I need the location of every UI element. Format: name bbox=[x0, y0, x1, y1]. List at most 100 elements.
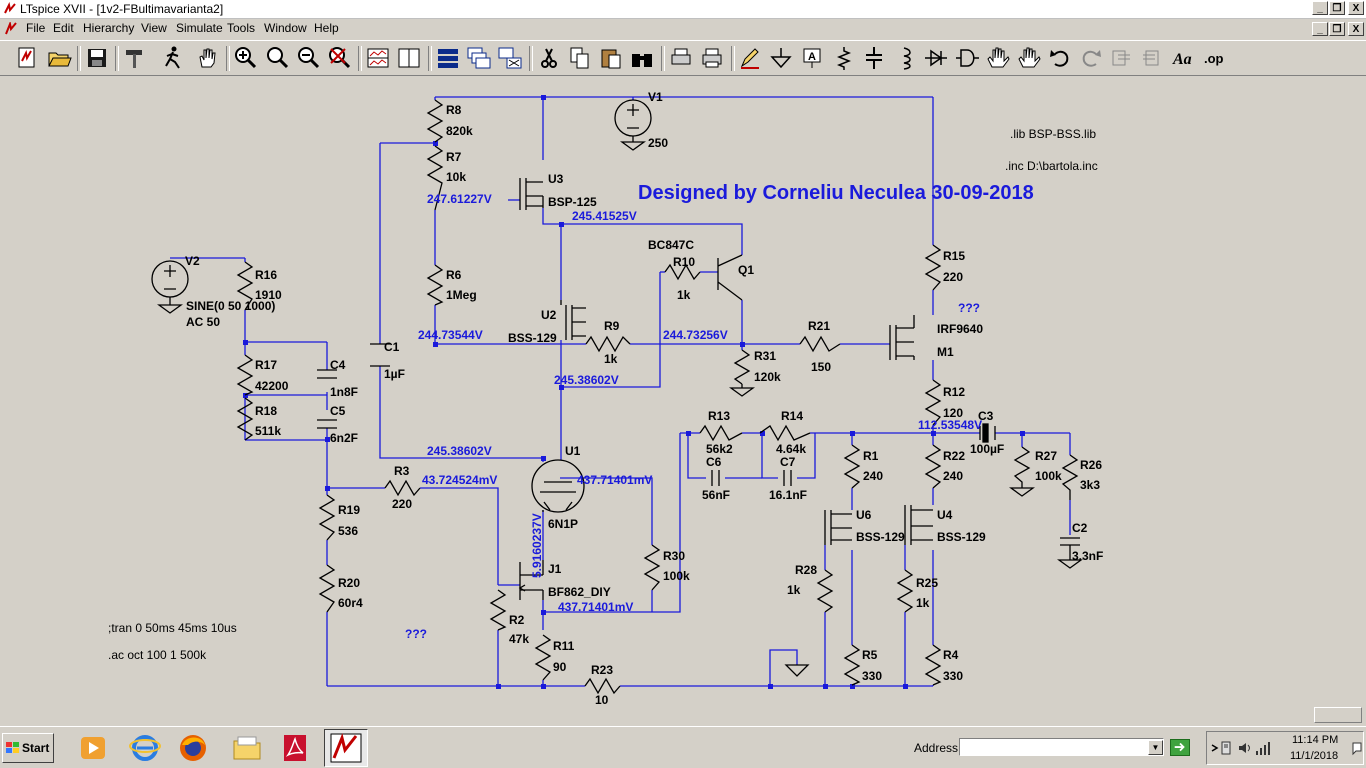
undo-icon[interactable] bbox=[1047, 45, 1073, 71]
r8-value: 820k bbox=[446, 124, 473, 138]
notification-icon[interactable] bbox=[1351, 740, 1363, 756]
file-explorer-icon[interactable] bbox=[230, 731, 264, 765]
label-net-icon[interactable]: A bbox=[799, 45, 825, 71]
menu-hierarchy[interactable]: Hierarchy bbox=[83, 21, 135, 35]
title-bar: LTspice XVII - [1v2-FBultimavarianta2] _… bbox=[0, 0, 1366, 19]
component-icon[interactable] bbox=[954, 45, 980, 71]
ltspice-task-button[interactable] bbox=[324, 729, 368, 767]
volume-icon[interactable] bbox=[1237, 740, 1251, 756]
tile-horizontal-icon[interactable] bbox=[365, 45, 391, 71]
mdi-minimize-button[interactable]: _ bbox=[1312, 22, 1328, 36]
mdi-close-button[interactable]: X bbox=[1348, 22, 1364, 36]
ltspice-app-icon bbox=[3, 2, 17, 16]
m1-symbol bbox=[889, 315, 915, 360]
r4-value: 330 bbox=[943, 669, 963, 683]
pan-icon[interactable] bbox=[264, 45, 290, 71]
c7-name: C7 bbox=[780, 455, 796, 469]
address-go-icon[interactable] bbox=[1170, 739, 1190, 756]
start-button[interactable]: Start bbox=[2, 733, 54, 763]
menu-edit[interactable]: Edit bbox=[53, 21, 74, 35]
r7-symbol bbox=[426, 145, 444, 211]
text-icon[interactable]: Aa bbox=[1171, 45, 1197, 71]
tray-arrow-icon[interactable] bbox=[1209, 741, 1223, 755]
menu-window[interactable]: Window bbox=[264, 21, 307, 35]
menu-simulate[interactable]: Simulate bbox=[176, 21, 223, 35]
menu-file[interactable]: File bbox=[26, 21, 46, 35]
designer-banner: Designed by Corneliu Neculea 30-09-2018 bbox=[638, 182, 1034, 204]
halt-hand-icon[interactable] bbox=[194, 45, 220, 71]
draw-wire-pencil-icon[interactable] bbox=[737, 45, 763, 71]
cascade-windows-icon[interactable] bbox=[466, 45, 492, 71]
clock-time[interactable]: 11:14 PM bbox=[1292, 734, 1339, 746]
inductor-icon[interactable] bbox=[892, 45, 918, 71]
rotate-icon[interactable] bbox=[1109, 45, 1135, 71]
spice-directive-icon[interactable]: .op bbox=[1202, 45, 1228, 71]
r28-value: 1k bbox=[787, 583, 801, 597]
new-schematic-icon[interactable] bbox=[14, 45, 40, 71]
r14-name: R14 bbox=[781, 409, 803, 423]
close-window-icon[interactable] bbox=[497, 45, 523, 71]
acrobat-reader-icon[interactable] bbox=[278, 731, 312, 765]
minimize-button[interactable]: _ bbox=[1312, 1, 1328, 15]
menu-view[interactable]: View bbox=[141, 21, 167, 35]
r11-symbol bbox=[534, 634, 552, 681]
capacitor-icon[interactable] bbox=[861, 45, 887, 71]
tile-vertical-icon[interactable] bbox=[396, 45, 422, 71]
r30-symbol bbox=[643, 544, 661, 591]
tile-windows-icon[interactable] bbox=[435, 45, 461, 71]
firefox-icon[interactable] bbox=[176, 731, 210, 765]
restore-button[interactable]: ❐ bbox=[1329, 1, 1345, 15]
media-player-icon[interactable] bbox=[76, 731, 110, 765]
u4-name: U4 bbox=[937, 508, 953, 522]
close-button[interactable]: X bbox=[1348, 1, 1364, 15]
q1-model: BC847C bbox=[648, 238, 694, 252]
open-folder-icon[interactable] bbox=[46, 45, 72, 71]
c7-symbol bbox=[783, 470, 792, 486]
find-binoculars-icon[interactable] bbox=[629, 45, 655, 71]
resistor-icon[interactable] bbox=[830, 45, 856, 71]
address-dropdown-button[interactable]: ▼ bbox=[1148, 740, 1163, 755]
u4-symbol bbox=[904, 505, 933, 545]
zoom-full-icon[interactable] bbox=[326, 45, 352, 71]
save-icon[interactable] bbox=[84, 45, 110, 71]
zoom-out-icon[interactable] bbox=[295, 45, 321, 71]
drag-hand-icon[interactable] bbox=[1016, 45, 1042, 71]
tran-directive: ;tran 0 50ms 45ms 10us bbox=[108, 621, 237, 635]
ground-icon[interactable] bbox=[768, 45, 794, 71]
u2-name: U2 bbox=[541, 308, 557, 322]
control-panel-hammer-icon[interactable] bbox=[122, 45, 148, 71]
cut-scissors-icon[interactable] bbox=[536, 45, 562, 71]
safely-remove-icon[interactable] bbox=[1219, 740, 1233, 756]
run-simulation-icon[interactable] bbox=[160, 45, 186, 71]
r2-name: R2 bbox=[509, 613, 525, 627]
menu-tools[interactable]: Tools bbox=[227, 21, 256, 35]
r26-value: 3k3 bbox=[1080, 478, 1100, 492]
move-hand-icon[interactable] bbox=[985, 45, 1011, 71]
document-menu-icon[interactable] bbox=[4, 22, 18, 36]
c6-name: C6 bbox=[706, 455, 722, 469]
zoom-in-icon[interactable] bbox=[232, 45, 258, 71]
network-signal-icon[interactable] bbox=[1255, 740, 1271, 756]
scroll-grip[interactable] bbox=[1314, 707, 1362, 723]
circuit-drawing[interactable]: R8 820k R7 10k R6 1Meg U3 BSP-125 V1 250… bbox=[0, 77, 1366, 705]
diode-icon[interactable] bbox=[923, 45, 949, 71]
r23-value: 10 bbox=[595, 693, 609, 705]
internet-explorer-icon[interactable] bbox=[128, 731, 162, 765]
r20-symbol bbox=[318, 564, 336, 613]
u1-name: U1 bbox=[565, 444, 581, 458]
r13-symbol bbox=[699, 424, 743, 442]
print-icon[interactable] bbox=[699, 45, 725, 71]
clock-date[interactable]: 11/1/2018 bbox=[1290, 750, 1339, 762]
redo-icon[interactable] bbox=[1078, 45, 1104, 71]
print-setup-icon[interactable] bbox=[668, 45, 694, 71]
r22-value: 240 bbox=[943, 469, 963, 483]
mdi-restore-button[interactable]: ❐ bbox=[1329, 22, 1345, 36]
c2-value: 3.3nF bbox=[1072, 549, 1103, 563]
paste-icon[interactable] bbox=[598, 45, 624, 71]
address-input[interactable] bbox=[959, 738, 1164, 756]
mirror-icon[interactable] bbox=[1140, 45, 1166, 71]
menu-help[interactable]: Help bbox=[314, 21, 339, 35]
copy-icon[interactable] bbox=[567, 45, 593, 71]
svg-text:Aa: Aa bbox=[1172, 51, 1192, 68]
schematic-canvas[interactable]: R8 820k R7 10k R6 1Meg U3 BSP-125 V1 250… bbox=[0, 77, 1366, 705]
